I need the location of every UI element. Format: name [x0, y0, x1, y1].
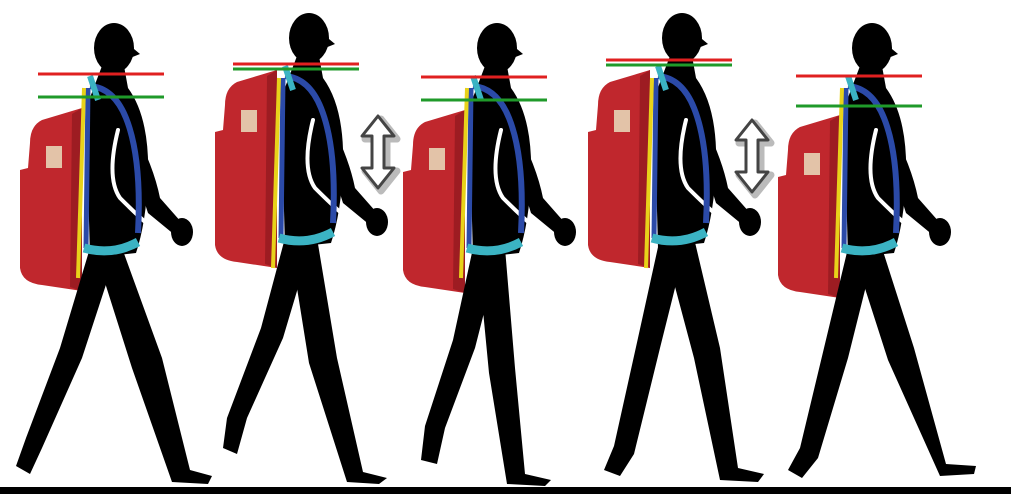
head — [852, 23, 892, 73]
frame-back — [469, 88, 471, 248]
head — [289, 13, 329, 63]
frame-back — [281, 78, 283, 238]
frame-back — [86, 88, 88, 248]
backpack-pocket — [46, 146, 62, 168]
front-hand — [171, 218, 193, 246]
head — [477, 23, 517, 73]
backpack-pocket — [241, 110, 257, 132]
front-hand — [739, 208, 761, 236]
front-hand — [554, 218, 576, 246]
head — [662, 13, 702, 63]
backpack-pocket — [804, 153, 820, 175]
backpack-pocket — [429, 148, 445, 170]
ground-line — [0, 487, 1011, 494]
frame-back — [654, 78, 656, 238]
front-hand — [366, 208, 388, 236]
frame-back — [844, 88, 846, 248]
backpack-pocket — [614, 110, 630, 132]
front-hand — [929, 218, 951, 246]
head — [94, 23, 134, 73]
